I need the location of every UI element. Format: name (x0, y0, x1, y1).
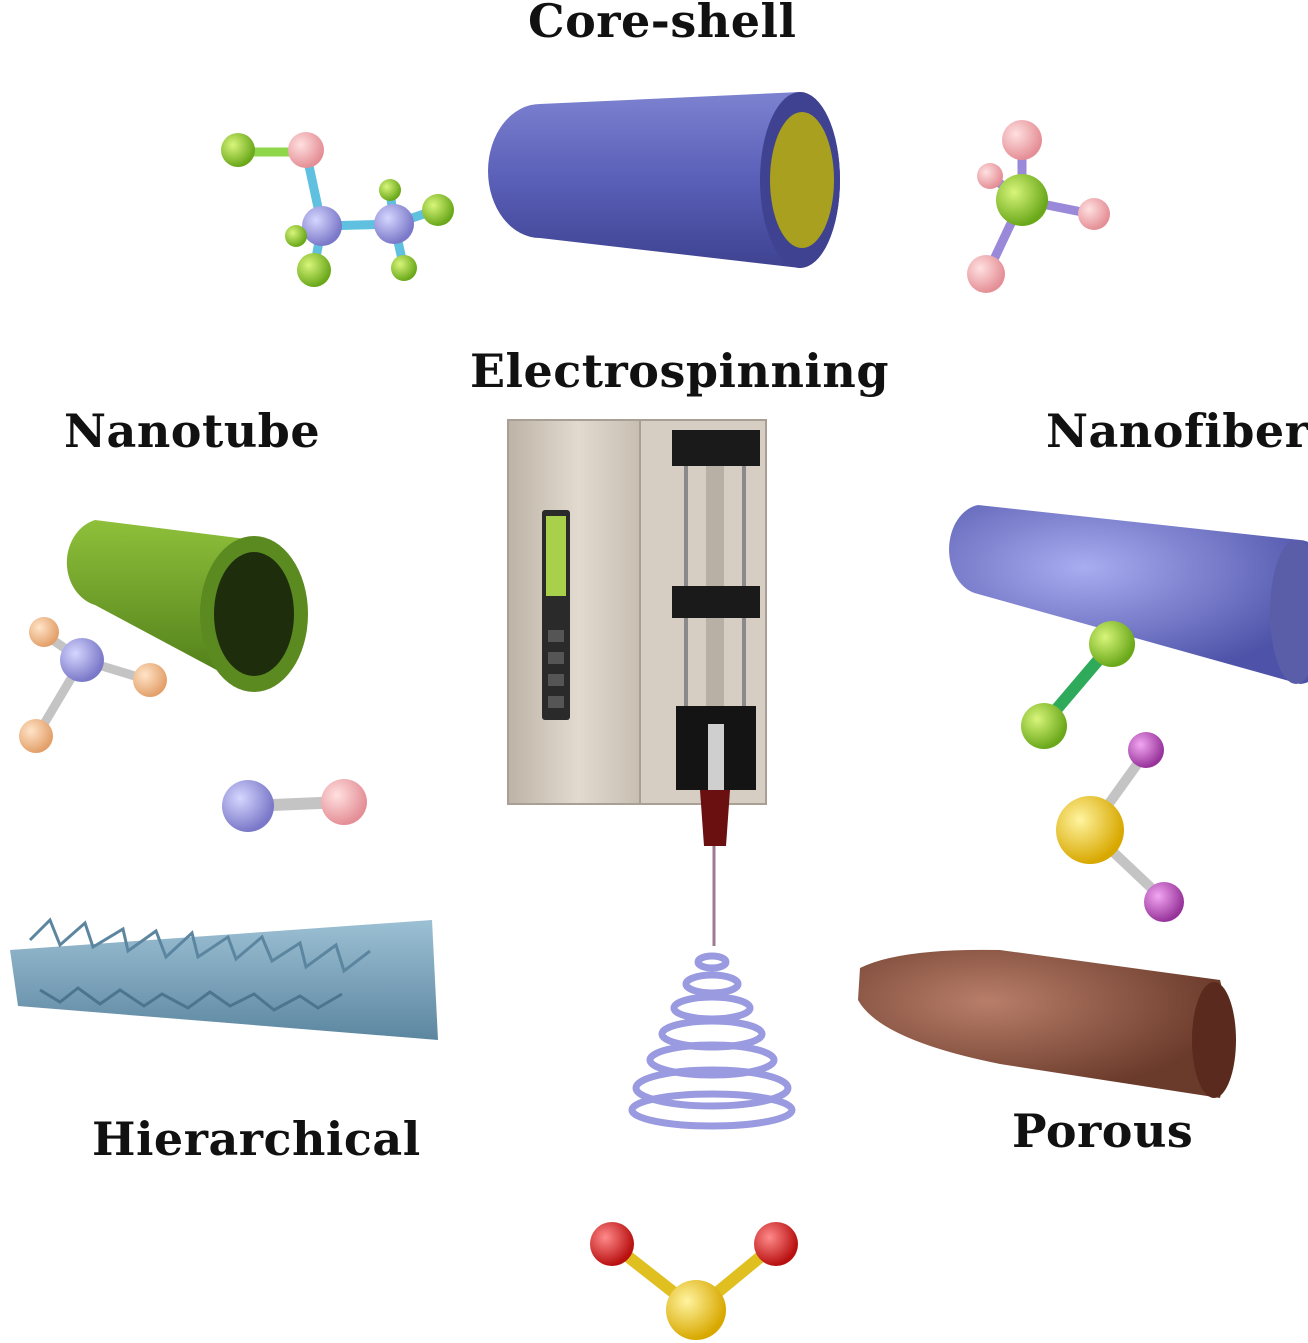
molecule-top-left (221, 132, 454, 287)
electrospinning-device (507, 419, 767, 946)
nanofiber (949, 505, 1308, 684)
molecule-nanotube-left (19, 617, 167, 753)
nanofiber-label: Nanofiber (1046, 404, 1308, 458)
hierarchical-fiber (10, 917, 438, 1040)
porous-label: Porous (1012, 1104, 1194, 1158)
electrospinning-label: Electrospinning (470, 344, 889, 398)
nanotube-label: Nanotube (64, 404, 321, 458)
molecule-top-right (967, 120, 1110, 293)
core-shell-label: Core-shell (528, 0, 797, 48)
hierarchical-label: Hierarchical (92, 1112, 421, 1166)
molecule-yellow-right (1056, 732, 1184, 922)
nanotube (66, 520, 308, 692)
core-shell-cylinder (488, 92, 840, 268)
fiber-spiral (628, 952, 796, 1130)
molecule-diatomic-left (222, 779, 367, 832)
porous-fiber (858, 949, 1236, 1098)
molecule-nanofiber-right (1021, 621, 1135, 749)
molecule-bottom (590, 1222, 798, 1340)
